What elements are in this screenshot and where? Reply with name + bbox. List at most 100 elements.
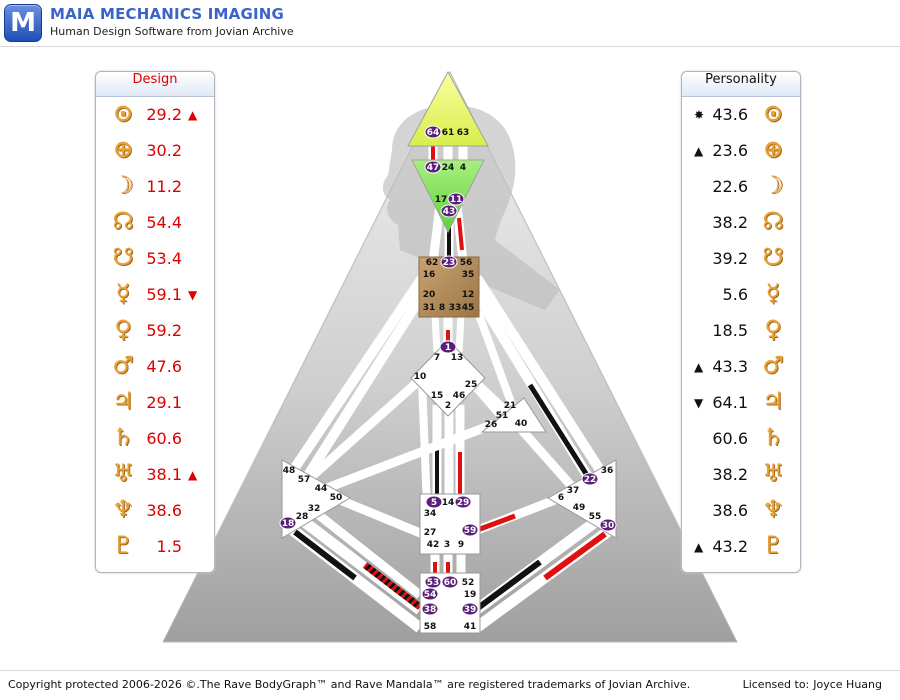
design-row-saturn: ♄60.6 <box>96 423 214 455</box>
personality-row-uranus: ♅38.2 <box>682 459 800 491</box>
personality-value: 43.6 <box>712 105 748 124</box>
neptune-icon: ♆ <box>762 495 784 523</box>
gate-40: 40 <box>515 419 528 429</box>
licensed-label: Licensed to: <box>742 678 810 691</box>
design-panel: Design ⊙29.2▲⊕30.2☽11.2☊54.4☋53.4☿59.1▼♀… <box>95 71 215 573</box>
channel-12-22-design <box>527 383 593 482</box>
gate-16: 16 <box>423 270 436 280</box>
gate-47: 47 <box>427 163 440 173</box>
personality-value: 60.6 <box>712 429 748 448</box>
gate-61: 61 <box>442 128 455 138</box>
gate-62: 62 <box>426 258 439 268</box>
gate-54: 54 <box>424 590 437 600</box>
gate-63: 63 <box>457 128 470 138</box>
gate-39-marker <box>461 602 479 616</box>
gate-38-marker <box>421 602 439 616</box>
channel-30-41-pers <box>543 531 607 581</box>
design-value: 59.2 <box>146 321 182 340</box>
design-row-earth: ⊕30.2 <box>96 135 214 167</box>
moon-icon: ☽ <box>112 171 134 199</box>
design-row-mars: ♂47.6 <box>96 351 214 383</box>
mercury-icon: ☿ <box>765 279 781 307</box>
gate-12: 12 <box>462 290 475 300</box>
personality-row-mercury: ☿5.6 <box>682 279 800 311</box>
gate-9: 9 <box>458 540 464 550</box>
gate-57: 57 <box>298 475 311 485</box>
mercury-icon: ☿ <box>115 279 131 307</box>
design-row-moon: ☽11.2 <box>96 171 214 203</box>
design-row-neptune: ♆38.6 <box>96 495 214 527</box>
personality-mark: ▲ <box>694 360 704 374</box>
design-value: 38.1 <box>146 465 182 484</box>
g-center <box>410 339 486 417</box>
personality-row-jupiter: ♃64.1▼ <box>682 387 800 419</box>
license-info: Licensed to:Joyce Huang <box>743 678 882 691</box>
gate-64-marker <box>424 125 442 139</box>
pluto-icon: ♇ <box>762 531 784 559</box>
gate-26: 26 <box>485 420 498 430</box>
channel-10-34 <box>418 379 431 509</box>
design-mark: ▼ <box>188 288 198 302</box>
channel-10-57 <box>307 374 425 482</box>
personality-row-north-node: ☊38.2 <box>682 207 800 239</box>
channel-50-27 <box>338 495 427 540</box>
venus-icon: ♀ <box>114 315 132 343</box>
gate-52: 52 <box>462 578 475 588</box>
design-value: 53.4 <box>146 249 182 268</box>
channel-18-58-design <box>293 529 357 581</box>
brand-tagline: Human Design Software from Jovian Archiv… <box>50 25 294 38</box>
personality-value: 43.3 <box>712 357 748 376</box>
app-footer: Copyright protected 2006-2026 ©.The Rave… <box>0 670 900 700</box>
design-value: 60.6 <box>146 429 182 448</box>
gate-17: 17 <box>435 195 448 205</box>
moon-icon: ☽ <box>762 171 784 199</box>
gate-8: 8 <box>439 303 445 313</box>
gate-54-marker <box>421 587 439 601</box>
gate-42: 42 <box>427 540 440 550</box>
uranus-icon: ♅ <box>762 459 784 487</box>
spleen-center <box>281 459 352 539</box>
design-value: 1.5 <box>156 537 182 556</box>
personality-value: 18.5 <box>712 321 748 340</box>
personality-row-moon: ☽ 22.6 <box>682 171 800 203</box>
gate-20: 20 <box>423 290 436 300</box>
personality-row-saturn: ♄60.6 <box>682 423 800 455</box>
channel-21-45 <box>474 310 516 407</box>
personality-value: 38.2 <box>712 213 748 232</box>
earth-icon: ⊕ <box>112 135 134 163</box>
channels <box>286 130 614 633</box>
design-row-south-node: ☋53.4 <box>96 243 214 275</box>
gate-35: 35 <box>462 270 475 280</box>
gate-18: 18 <box>282 519 295 529</box>
channel-33-13 <box>455 314 465 353</box>
design-row-venus: ♀ 59.2 <box>96 315 214 347</box>
gate-3: 3 <box>444 540 450 550</box>
pluto-icon: ♇ <box>112 531 134 559</box>
gate-60-marker <box>441 575 459 589</box>
gate-60: 60 <box>444 578 457 588</box>
design-row-uranus: ♅38.1▲ <box>96 459 214 491</box>
channel-40-37 <box>516 425 579 493</box>
gate-7: 7 <box>434 353 440 363</box>
channel-25-51 <box>470 382 504 418</box>
gate-14: 14 <box>442 498 455 508</box>
design-mark: ▲ <box>188 108 198 122</box>
gate-58: 58 <box>424 622 437 632</box>
personality-row-pluto: ♇43.2▲ <box>682 531 800 563</box>
gate-32: 32 <box>308 504 321 514</box>
design-value: 29.1 <box>146 393 182 412</box>
personality-value: 22.6 <box>712 177 748 196</box>
gate-23: 23 <box>443 258 456 268</box>
gate-59: 59 <box>464 526 477 536</box>
app-header: M MAIA MECHANICS IMAGING Human Design So… <box>0 0 900 47</box>
gate-4: 4 <box>460 163 466 173</box>
gate-37: 37 <box>567 486 580 496</box>
gate-59-marker <box>461 523 479 537</box>
sun-icon: ⊙ <box>762 99 784 127</box>
neptune-icon: ♆ <box>112 495 134 523</box>
gate-30: 30 <box>602 521 615 531</box>
design-value: 29.2 <box>146 105 182 124</box>
design-row-north-node: ☊54.4 <box>96 207 214 239</box>
gate-1-marker <box>439 340 457 354</box>
channel-35-36 <box>472 275 605 473</box>
